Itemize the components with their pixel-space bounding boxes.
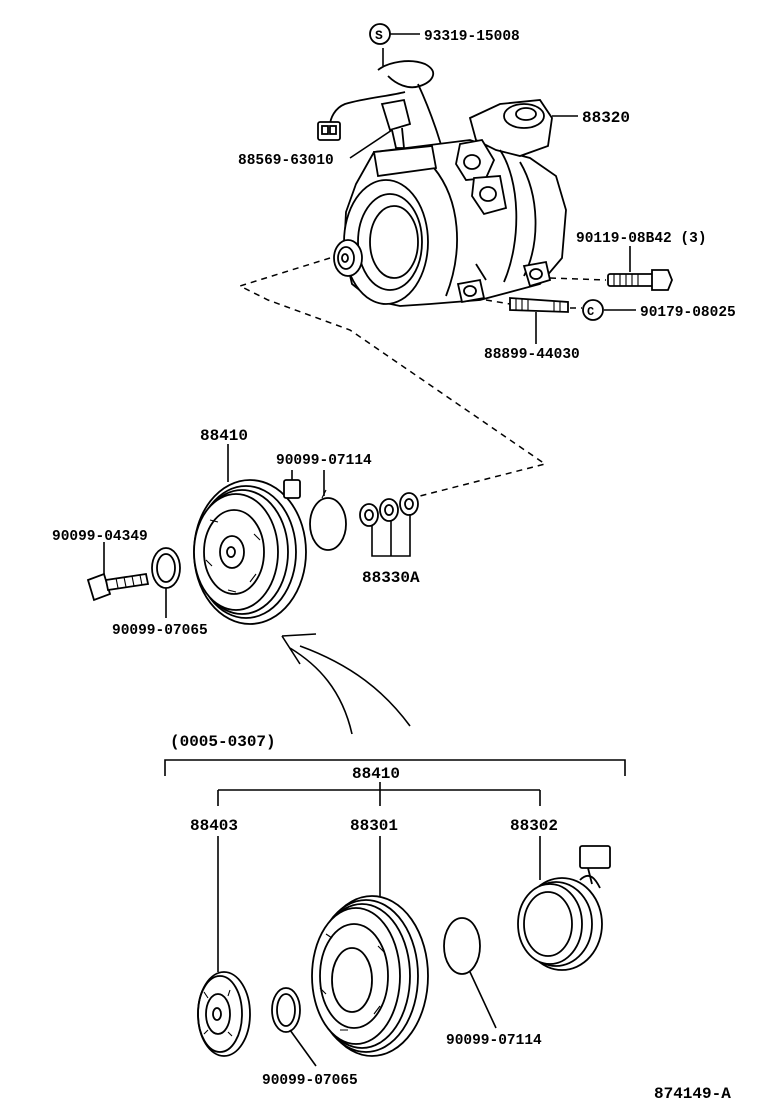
- pulley-part: [311, 895, 429, 1057]
- label-clutch-bottom: 88410: [352, 765, 400, 783]
- snap-ring-bottom: [443, 917, 497, 1029]
- screw-marker-symbol: S: [375, 28, 383, 43]
- curved-arrow: [281, 633, 411, 735]
- hub-part: [197, 971, 251, 1057]
- label-stud: 88899-44030: [484, 347, 580, 363]
- label-washer-top: 90099-07065: [112, 623, 208, 639]
- label-pulley: 88301: [350, 817, 398, 835]
- stud-and-nut: C: [485, 297, 636, 344]
- label-washer-bottom: 90099-07065: [262, 1073, 358, 1089]
- label-screw: 93319-15008: [424, 29, 520, 45]
- label-stator: 88302: [510, 817, 558, 835]
- connector-top: [283, 470, 301, 499]
- washer-bottom: [271, 987, 317, 1067]
- snap-ring-top: [309, 470, 347, 551]
- figure-id: 874149-A: [654, 1085, 731, 1103]
- label-clutch-bolt: 90099-04349: [52, 529, 148, 545]
- label-compressor: 88320: [582, 109, 630, 127]
- compressor-assembly: [317, 48, 567, 307]
- label-date-range: (0005-0307): [170, 733, 276, 751]
- label-snap-ring-top: 90099-07114: [276, 453, 372, 469]
- label-pressure-switch: 88569-63010: [238, 153, 334, 169]
- label-shims: 88330A: [362, 569, 420, 587]
- washer-top: [151, 547, 181, 618]
- nut-marker-symbol: C: [587, 305, 594, 319]
- clutch-bolt: [86, 542, 150, 602]
- label-hub: 88403: [190, 817, 238, 835]
- shims: [359, 492, 419, 557]
- label-nut: 90179-08025: [640, 305, 736, 321]
- clutch-pulley-top: [193, 444, 307, 625]
- label-bolt: 90119-08B42 (3): [576, 231, 707, 247]
- screw-marker: S: [369, 23, 420, 45]
- label-clutch-top: 88410: [200, 427, 248, 445]
- bolt-90119: [549, 246, 673, 291]
- label-snap-ring-bottom: 90099-07114: [446, 1033, 542, 1049]
- stator-part: [517, 845, 611, 971]
